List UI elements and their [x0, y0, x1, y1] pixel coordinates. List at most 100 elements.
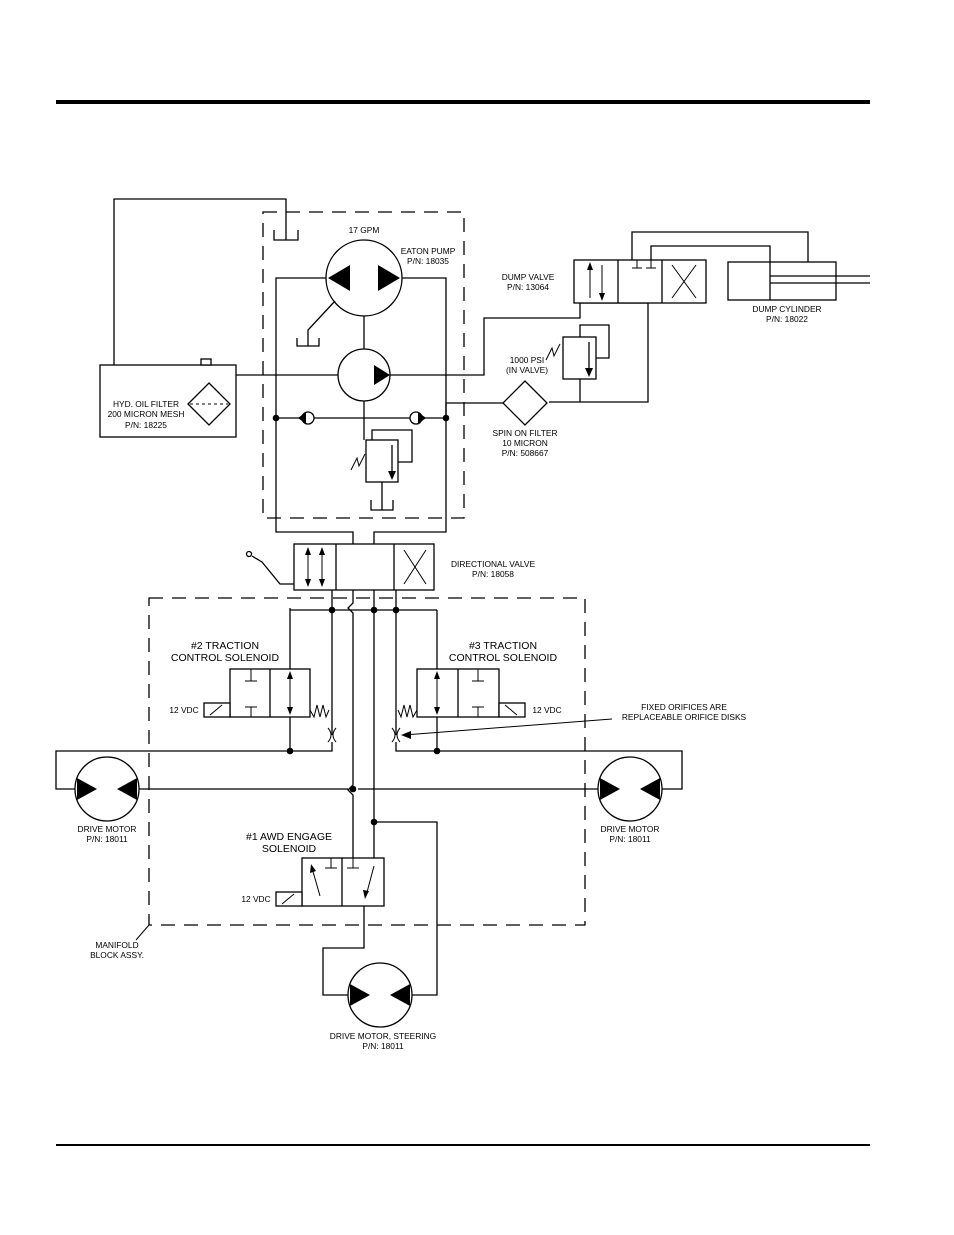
tank-symbol-top — [273, 230, 299, 241]
drive-motor-steering-arrow-icon — [390, 984, 410, 1006]
orifice-right-line — [395, 742, 437, 752]
dump-relief-pilot — [579, 324, 610, 359]
dump-valve-pn: P/N: 13064 — [507, 282, 549, 292]
junction-dot — [392, 606, 400, 614]
dump-valve-cross — [671, 264, 697, 299]
traction3-coil-slash — [504, 704, 518, 716]
pump-to-dir-right — [373, 506, 447, 544]
awd-arrow — [311, 867, 321, 897]
drive-motor-left-arrow-icon — [77, 778, 97, 800]
eaton-pump-pn: P/N: 18035 — [407, 256, 449, 266]
manifold-block-label: BLOCK ASSY. — [90, 950, 144, 960]
dir-valve-arrowhead-icon — [319, 547, 325, 555]
drive-motor-right-pn: P/N: 18011 — [609, 834, 651, 844]
check-seat-right-icon — [418, 412, 426, 424]
dir-valve-cross — [403, 549, 427, 585]
relief-in-valve-label: (IN VALVE) — [506, 365, 548, 375]
drive-motor-right-arrow-icon — [600, 778, 620, 800]
directional-valve-body — [293, 543, 435, 591]
drive-motor-left-pn: P/N: 18011 — [86, 834, 128, 844]
steering-left-line — [322, 906, 365, 996]
pump-gpm-label: 17 GPM — [349, 225, 380, 235]
charge-to-spin-filter — [390, 302, 649, 403]
awd-label-2: SOLENOID — [262, 843, 317, 855]
orifice-left-icon — [327, 727, 337, 743]
awd-arrowhead-icon — [310, 864, 316, 873]
pump-assembly-boundary — [262, 211, 465, 519]
hyd-oil-filter-pn: P/N: 18225 — [125, 420, 167, 430]
hyd-oil-filter-label: HYD. OIL FILTER — [113, 399, 179, 409]
spin-on-filter-icon — [502, 380, 548, 426]
drive-motor-steering — [347, 962, 413, 1028]
right-motor-loop — [437, 750, 683, 790]
awd-coil — [275, 891, 303, 907]
dir-valve-lever-knob — [245, 550, 253, 558]
dump-valve-label: DUMP VALVE — [502, 272, 555, 282]
dump-relief-spring-icon — [545, 343, 561, 361]
spin-on-filter-pn: P/N: 508667 — [502, 448, 549, 458]
left-motor-loop — [55, 750, 290, 790]
dump-valve-port-a — [631, 231, 809, 262]
drive-motor-left-arrow-icon — [117, 778, 137, 800]
dir-valve-arrowhead-icon — [305, 579, 311, 587]
relief-pilot — [371, 429, 413, 463]
junction-dot — [370, 818, 378, 826]
traction2-label-2: CONTROL SOLENOID — [171, 652, 280, 664]
dump-valve-arrowhead-icon — [587, 262, 593, 270]
tank-symbol-pump-drain — [296, 338, 320, 347]
drive-motor-left — [74, 756, 140, 822]
orifices-label: FIXED ORIFICES ARE — [641, 702, 727, 712]
hyd-oil-filter-mesh-label: 200 MICRON MESH — [108, 409, 185, 419]
traction3-arrowhead-icon — [434, 671, 440, 679]
junction-dot — [272, 414, 280, 422]
dump-cylinder — [727, 261, 837, 301]
traction3-vdc-label: 12 VDC — [532, 705, 561, 715]
traction2-spring-icon — [309, 704, 330, 719]
relief-spring-icon — [350, 453, 366, 471]
traction2-arrowhead-icon — [287, 707, 293, 715]
traction3-arrowhead-icon — [434, 707, 440, 715]
return-line-top — [113, 198, 287, 365]
relief-arrowhead-icon — [388, 471, 396, 480]
pump-left-arrow-icon — [328, 265, 350, 291]
pump-line-left — [275, 277, 326, 506]
dump-cylinder-pn: P/N: 18022 — [766, 314, 808, 324]
traction3-coil — [498, 702, 526, 718]
traction2-label: #2 TRACTION — [191, 640, 259, 652]
dump-relief-arrowhead-icon — [585, 368, 593, 377]
dump-relief-valve — [562, 336, 597, 380]
dir-valve-arrowhead-icon — [305, 547, 311, 555]
orifice-leader — [403, 718, 613, 736]
orifice-leader-arrowhead-icon — [401, 731, 411, 739]
main-line-a — [347, 590, 354, 858]
traction2-coil — [203, 702, 231, 718]
awd-solenoid-body — [301, 857, 385, 907]
junction-dot — [370, 606, 378, 614]
pump-right-arrow-icon — [378, 265, 400, 291]
awd-vdc-label: 12 VDC — [241, 894, 270, 904]
dir-valve-arrowhead-icon — [319, 579, 325, 587]
reservoir-cap — [200, 358, 212, 366]
spin-filter-out — [445, 402, 503, 418]
directional-valve-label: DIRECTIONAL VALVE — [451, 559, 535, 569]
check-seat-left-icon — [298, 412, 306, 424]
traction2-arrowhead-icon — [287, 671, 293, 679]
junction-dot — [349, 785, 357, 793]
pump-drain-line — [307, 300, 336, 346]
spin-on-filter-label: SPIN ON FILTER — [493, 428, 558, 438]
directional-valve-pn: P/N: 18058 — [472, 569, 514, 579]
awd-coil-slash — [281, 893, 295, 905]
relief-psi-label: 1000 PSI — [510, 355, 544, 365]
drive-motor-right — [597, 756, 663, 822]
orifice-left-line — [290, 742, 333, 752]
awd-label: #1 AWD ENGAGE — [246, 831, 332, 843]
dump-cylinder-label: DUMP CYLINDER — [752, 304, 821, 314]
awd-arrowhead-icon — [363, 890, 369, 899]
awd-right-line — [374, 821, 438, 996]
eaton-pump-label: EATON PUMP — [401, 246, 456, 256]
dump-valve-body — [573, 259, 707, 304]
orifices-label-2: REPLACEABLE ORIFICE DISKS — [622, 712, 747, 722]
manifold-leader — [135, 924, 150, 941]
drive-motor-steering-arrow-icon — [350, 984, 370, 1006]
